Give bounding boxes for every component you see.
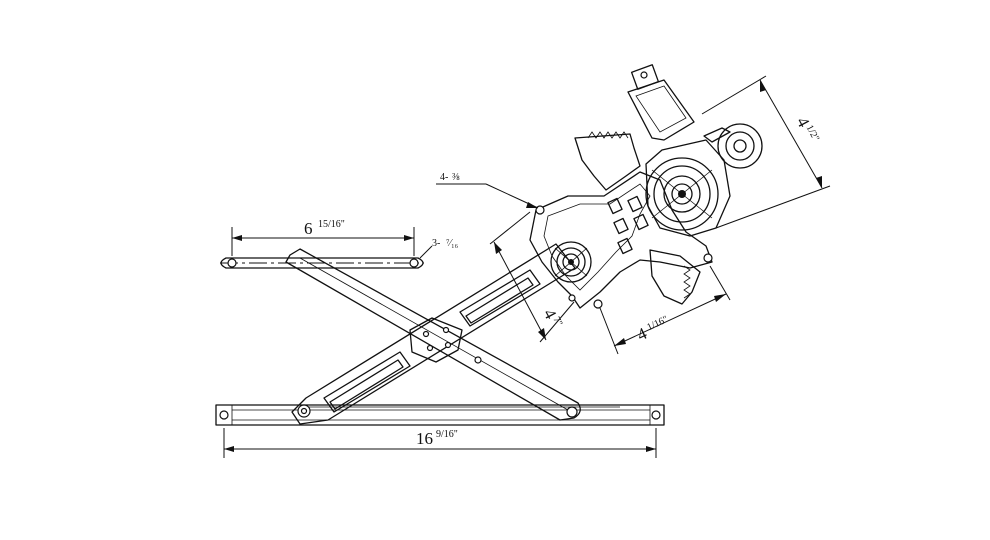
motor-assembly: [627, 64, 763, 237]
upper-arm-dimension: 6 15/16": [231, 219, 415, 256]
upper-arm-end-callout-label: 3-: [432, 238, 440, 249]
mounting-bracket: [529, 171, 713, 309]
upper-arm-dimension-label: 6: [304, 219, 313, 238]
upper-guide-rail: [220, 257, 424, 269]
scissor-arm-descending: [285, 248, 581, 421]
upper-arm-dimension-fraction: 15/16": [318, 219, 345, 230]
lower-base-rail: [215, 404, 665, 426]
upper-arm-end-callout: 3- ⁷⁄₁₆: [419, 238, 459, 259]
lower-pulley: [550, 241, 592, 283]
bracket-width-dimension-fraction: 1/16": [645, 314, 669, 333]
bracket-width-dimension: 4 1/16": [599, 265, 731, 355]
mount-hole-callout: 4- ⅜: [436, 172, 539, 209]
base-length-dimension: 16 9/16": [223, 428, 657, 458]
motor-height-dimension: 4 1/2": [701, 75, 831, 229]
mount-hole-callout-fraction: ⅜: [452, 172, 460, 183]
motor-height-dimension-fraction: 1/2": [804, 123, 822, 143]
lift-arm-ascending: [291, 243, 576, 425]
base-length-dimension-label: 16: [416, 429, 433, 448]
upper-arm-end-callout-fraction: ⁷⁄₁₆: [446, 238, 459, 249]
mount-hole-callout-label: 4-: [440, 172, 448, 183]
base-length-dimension-fraction: 9/16": [436, 429, 458, 440]
upper-sector-gear: [574, 131, 641, 191]
center-pivot-plate: [409, 317, 463, 363]
lower-sector-gear: [649, 249, 701, 305]
